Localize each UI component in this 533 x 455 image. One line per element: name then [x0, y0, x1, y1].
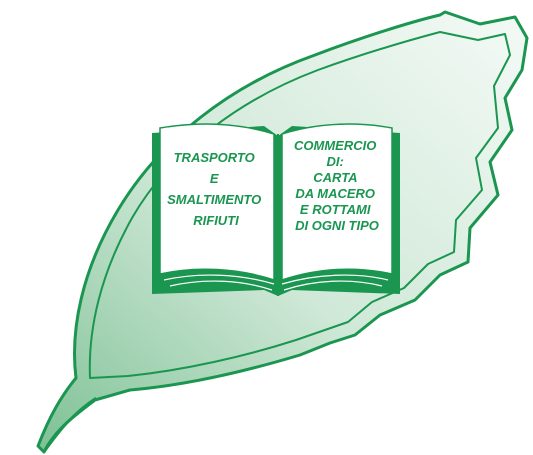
left-line-2: E	[210, 171, 219, 186]
right-line-5: E ROTTAMI	[300, 202, 371, 217]
leaf-stem	[42, 396, 97, 453]
right-page-text: COMMERCIO DI: CARTA DA MACERO E ROTTAMI …	[294, 138, 380, 233]
right-line-6: DI OGNI TIPO	[295, 218, 379, 233]
left-line-1: TRASPORTO	[174, 150, 255, 165]
open-book-icon: TRASPORTO E SMALTIMENTO RIFIUTI COMMERCI…	[152, 123, 400, 296]
book-page-edges	[163, 274, 389, 291]
book-right-page	[281, 123, 393, 282]
right-line-3: CARTA	[313, 170, 357, 185]
left-line-4: RIFIUTI	[193, 213, 239, 228]
leaf-inner-outline	[88, 31, 511, 379]
book-left-page	[159, 123, 275, 282]
right-line-4: DA MACERO	[295, 186, 375, 201]
left-line-3: SMALTIMENTO	[167, 192, 261, 207]
right-line-1: COMMERCIO	[294, 138, 376, 153]
right-line-2: DI:	[327, 154, 344, 169]
left-page-text: TRASPORTO E SMALTIMENTO RIFIUTI	[167, 150, 265, 228]
